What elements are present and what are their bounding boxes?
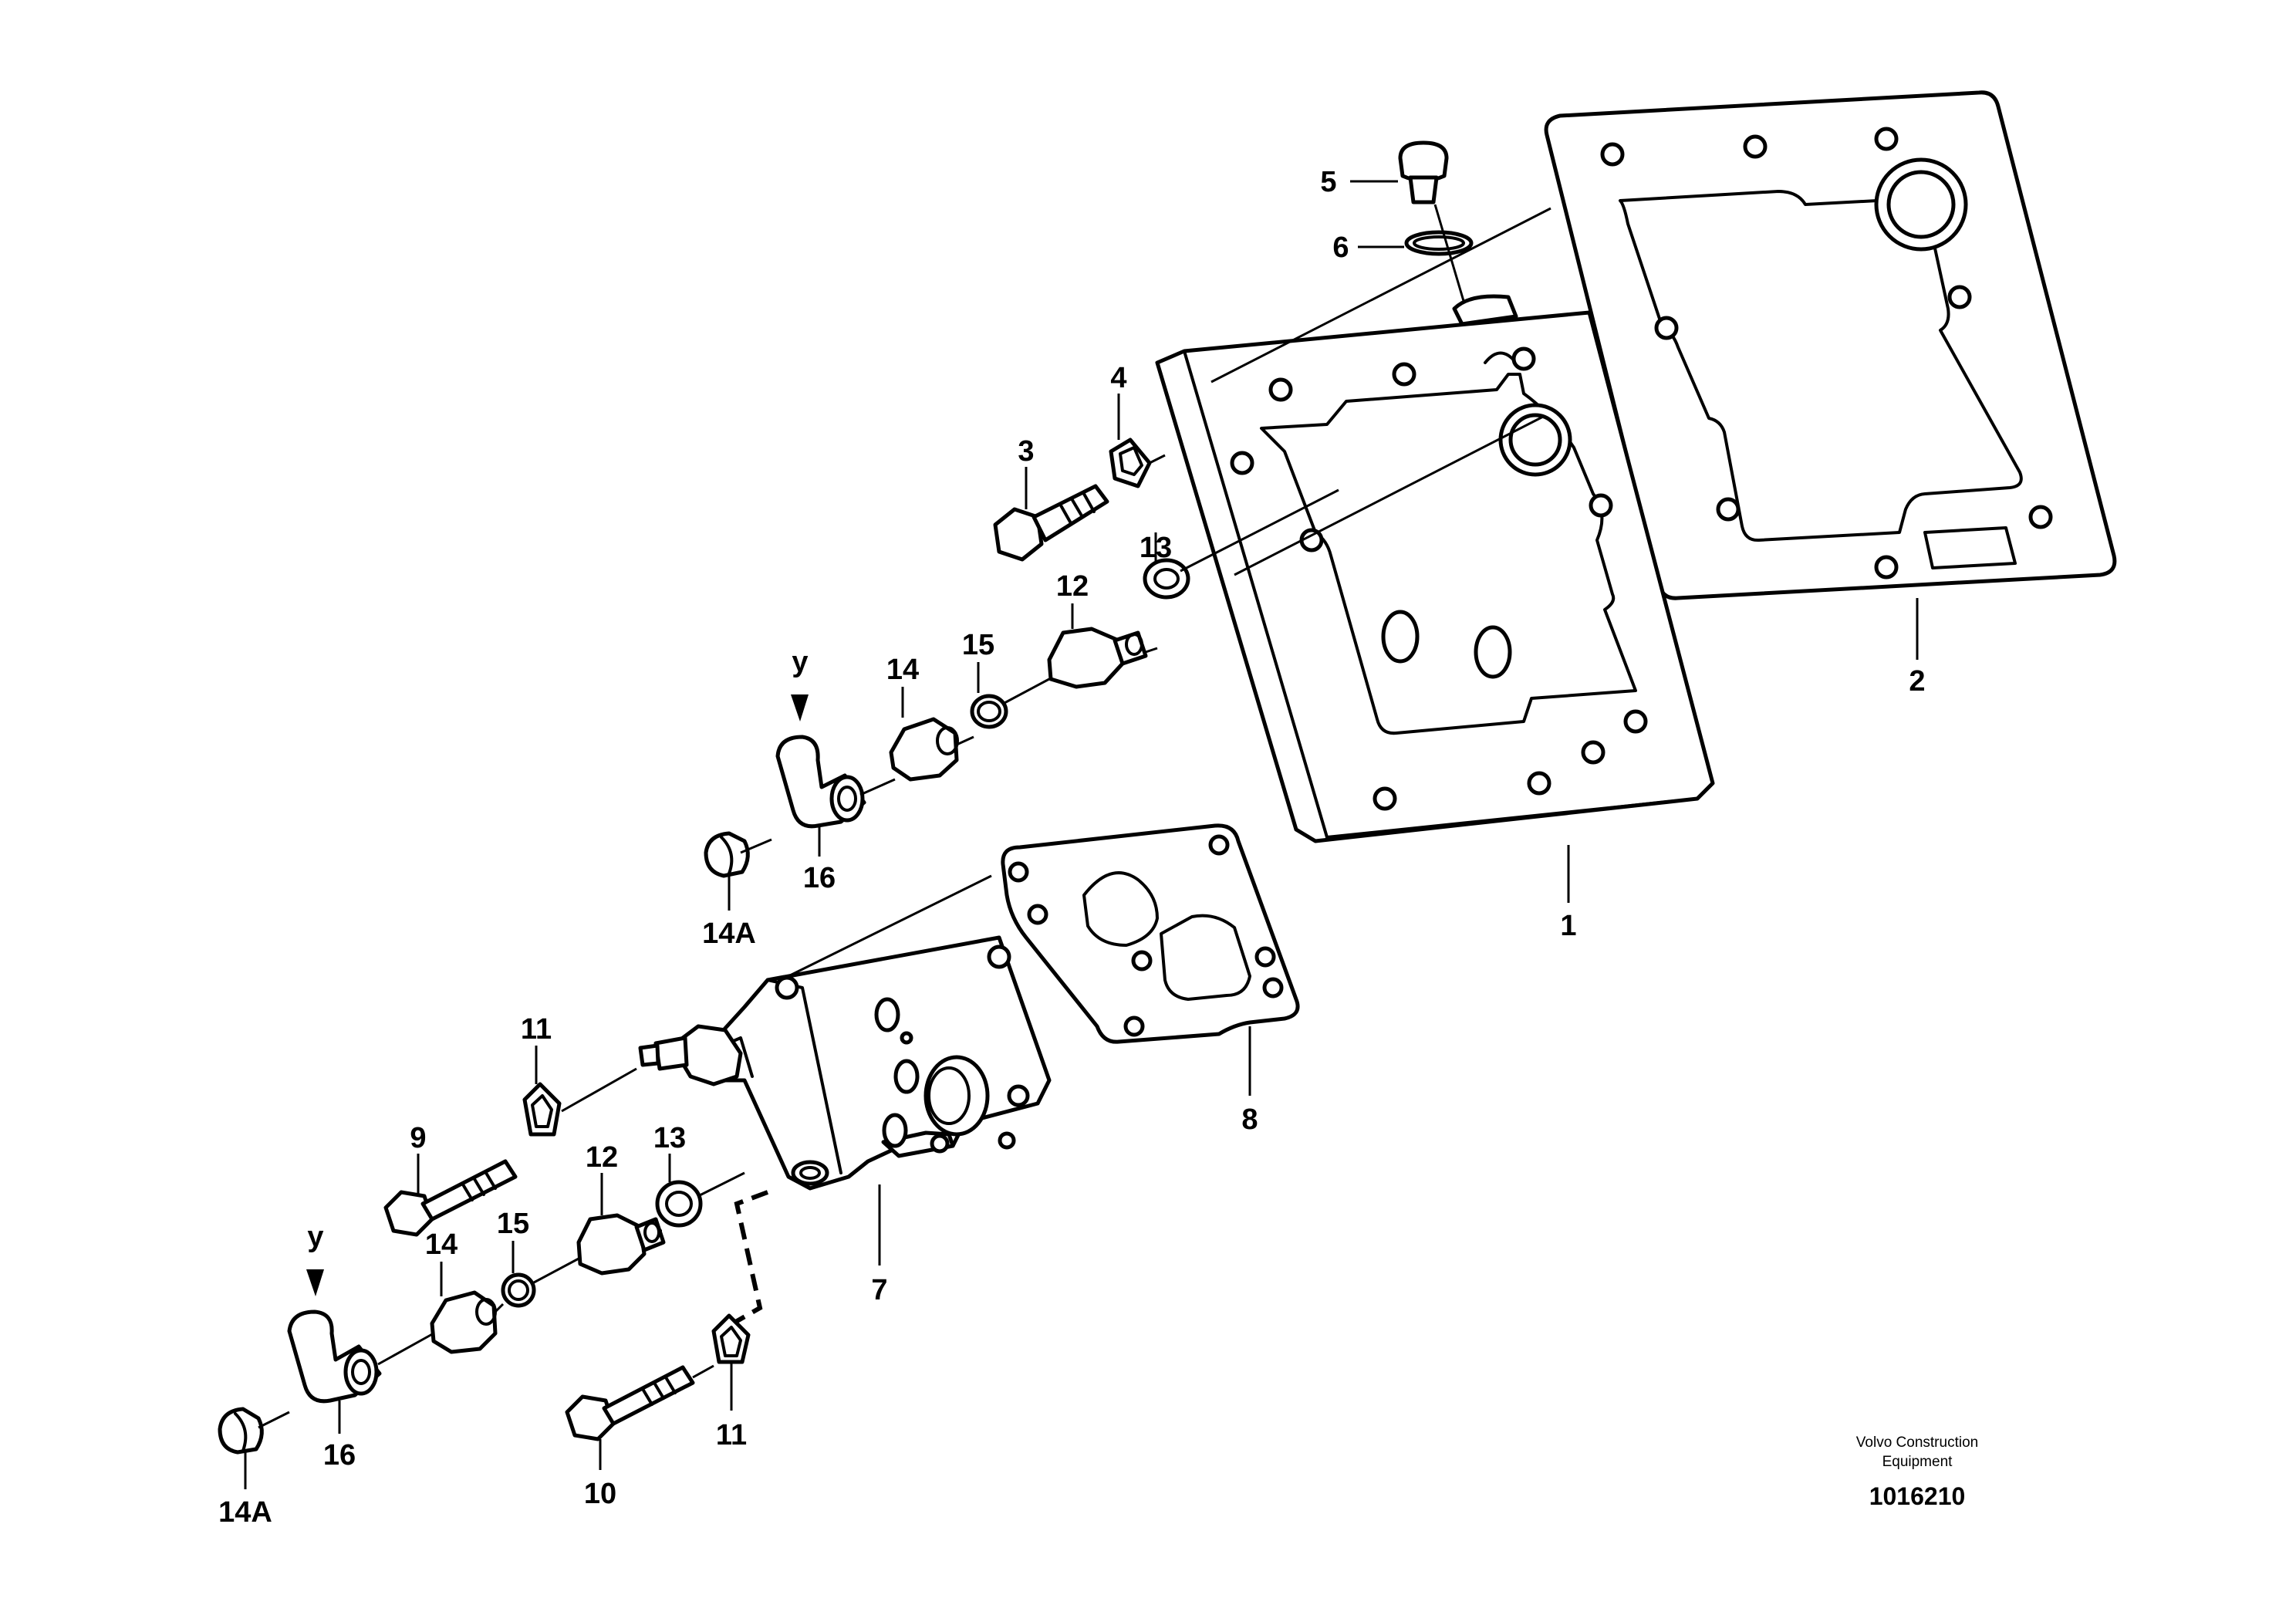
seal-ring-part-13-lower <box>655 1154 745 1228</box>
nut-part-14-upper <box>889 687 959 782</box>
view-arrow-lower <box>306 1269 324 1296</box>
callout-6: 6 <box>1332 231 1349 264</box>
gasket-plate-part-2 <box>1544 90 2117 660</box>
valve-body-part-7 <box>638 935 1052 1265</box>
callout-13-upper: 13 <box>1140 532 1172 564</box>
plug-part-14A-lower <box>218 1407 290 1489</box>
callout-11-lower: 11 <box>716 1419 747 1451</box>
assembly-axis-upper <box>740 488 1339 854</box>
washer-part-11-lower <box>711 1313 751 1411</box>
adapter-part-12-upper <box>1047 603 1148 689</box>
assembly-axis-top <box>1210 207 1551 576</box>
plug-part-5 <box>1350 140 1449 204</box>
callout-14A-lower: 14A <box>218 1496 272 1529</box>
brand-line-1: Volvo Construction <box>1856 1434 1978 1451</box>
callout-3: 3 <box>1018 435 1034 468</box>
alignment-dashed-line <box>731 1190 769 1326</box>
drawing-number: 1016210 <box>1869 1482 1966 1510</box>
port-boss <box>1452 294 1518 326</box>
o-ring-part-6 <box>1358 204 1474 309</box>
view-label-y-lower: y <box>307 1221 323 1253</box>
bolt-part-3 <box>993 454 1166 562</box>
callout-16-lower: 16 <box>323 1439 356 1472</box>
callout-5: 5 <box>1320 166 1336 198</box>
callout-14-upper: 14 <box>886 654 919 686</box>
callout-9: 9 <box>410 1122 426 1154</box>
plug-part-14A-upper <box>704 831 750 911</box>
washer-part-4 <box>1109 394 1152 488</box>
elbow-part-16-upper <box>775 735 866 857</box>
callout-15-upper: 15 <box>962 629 994 661</box>
brand-line-2: Equipment <box>1882 1454 1953 1470</box>
callout-16-upper: 16 <box>803 862 836 894</box>
seal-ring-part-13-upper <box>1143 532 1190 600</box>
callout-12-lower: 12 <box>586 1141 618 1174</box>
bolt-part-10 <box>565 1364 714 1470</box>
callout-8: 8 <box>1241 1103 1258 1136</box>
callout-15-lower: 15 <box>497 1208 529 1240</box>
washer-part-11-upper <box>522 1046 637 1137</box>
nut-part-14-lower <box>430 1262 505 1354</box>
adapter-part-12-lower <box>576 1173 666 1276</box>
callout-7: 7 <box>871 1274 887 1306</box>
callout-1: 1 <box>1560 910 1576 942</box>
callout-13-lower: 13 <box>653 1122 686 1154</box>
callout-11-upper: 11 <box>521 1013 552 1046</box>
callout-12-upper: 12 <box>1056 570 1089 603</box>
callout-4: 4 <box>1110 362 1126 394</box>
callout-14A-upper: 14A <box>702 917 756 950</box>
gasket-part-8 <box>788 823 1300 1096</box>
elbow-part-16-lower <box>287 1309 434 1434</box>
callout-2: 2 <box>1909 665 1925 698</box>
bolt-part-9 <box>383 1154 518 1237</box>
view-arrow-upper <box>791 694 809 721</box>
callout-14-lower: 14 <box>425 1228 458 1261</box>
callout-10: 10 <box>584 1478 616 1510</box>
view-label-y-upper: y <box>792 646 808 678</box>
o-ring-part-15-lower <box>501 1241 581 1308</box>
o-ring-part-15-upper <box>970 662 1008 729</box>
